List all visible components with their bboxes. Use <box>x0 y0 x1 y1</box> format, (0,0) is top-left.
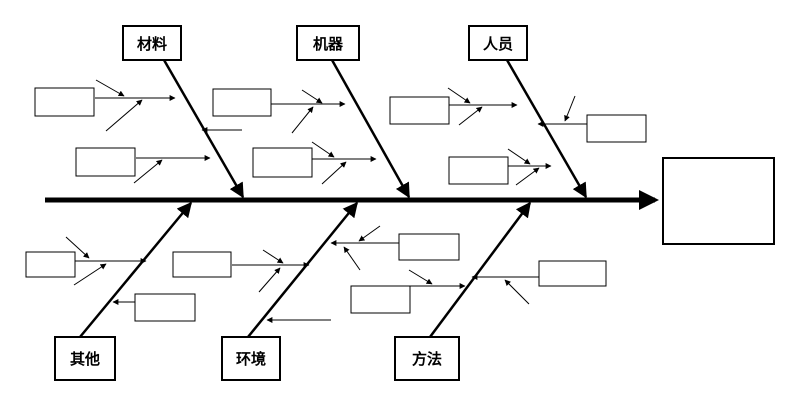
sub-cause-arrow <box>447 87 471 104</box>
sub-cause-arrow <box>95 79 125 97</box>
sub-cause-arrow <box>564 95 576 122</box>
cause-box <box>350 285 411 314</box>
bone-materials <box>162 59 245 199</box>
cause-box <box>538 260 607 287</box>
sub-cause-arrow <box>343 246 361 271</box>
sub-cause-arrow <box>515 167 540 186</box>
sub-cause-arrow <box>358 225 381 242</box>
category-environment: 环境 <box>172 201 460 381</box>
sub-cause-arrow <box>504 279 530 305</box>
sub-cause-arrow <box>105 99 143 132</box>
cause-box <box>389 96 450 125</box>
cause-box <box>75 147 136 177</box>
bone-machines <box>330 59 411 199</box>
sub-cause-arrow <box>408 269 433 285</box>
sub-cause-arrow <box>507 148 531 165</box>
category-box-people <box>468 25 528 61</box>
sub-cause-arrow <box>73 263 107 286</box>
category-box-machines <box>296 25 360 61</box>
category-label-environment: 环境 <box>236 350 266 368</box>
category-label-other: 其他 <box>70 350 100 368</box>
sub-cause-arrow <box>291 106 314 134</box>
cause-box <box>34 87 95 117</box>
category-other: 其他 <box>25 201 196 381</box>
cause-box <box>25 251 76 278</box>
cause-box <box>212 88 272 117</box>
cause-box <box>252 147 313 178</box>
bone-other <box>79 201 192 338</box>
cause-box <box>448 156 509 185</box>
category-label-methods: 方法 <box>412 350 442 368</box>
sub-cause-arrow <box>258 267 281 293</box>
sub-cause-arrow <box>458 106 483 126</box>
bone-environment <box>247 201 358 338</box>
category-box-other <box>54 336 116 381</box>
sub-cause-arrow <box>262 249 284 264</box>
sub-cause-arrow <box>321 161 347 185</box>
cause-box <box>586 114 647 143</box>
cause-box <box>134 293 196 322</box>
bone-methods <box>428 201 532 338</box>
sub-cause-arrow <box>65 236 90 259</box>
category-box-materials <box>122 25 182 61</box>
category-label-materials: 材料 <box>137 35 167 53</box>
sub-cause-arrow <box>301 89 323 104</box>
category-machines: 机器 <box>212 25 411 199</box>
cause-box <box>172 251 232 278</box>
category-label-machines: 机器 <box>313 35 344 53</box>
effect-box <box>662 157 775 245</box>
sub-cause-arrow <box>133 159 163 184</box>
category-materials: 材料 <box>34 25 245 199</box>
cause-box <box>398 233 460 261</box>
category-label-people: 人员 <box>483 35 513 53</box>
category-people: 人员 <box>389 25 647 199</box>
bone-people <box>505 59 588 199</box>
category-methods: 方法 <box>350 201 607 381</box>
category-box-environment <box>221 336 281 381</box>
sub-cause-arrow <box>311 141 335 158</box>
category-box-methods <box>394 336 460 381</box>
